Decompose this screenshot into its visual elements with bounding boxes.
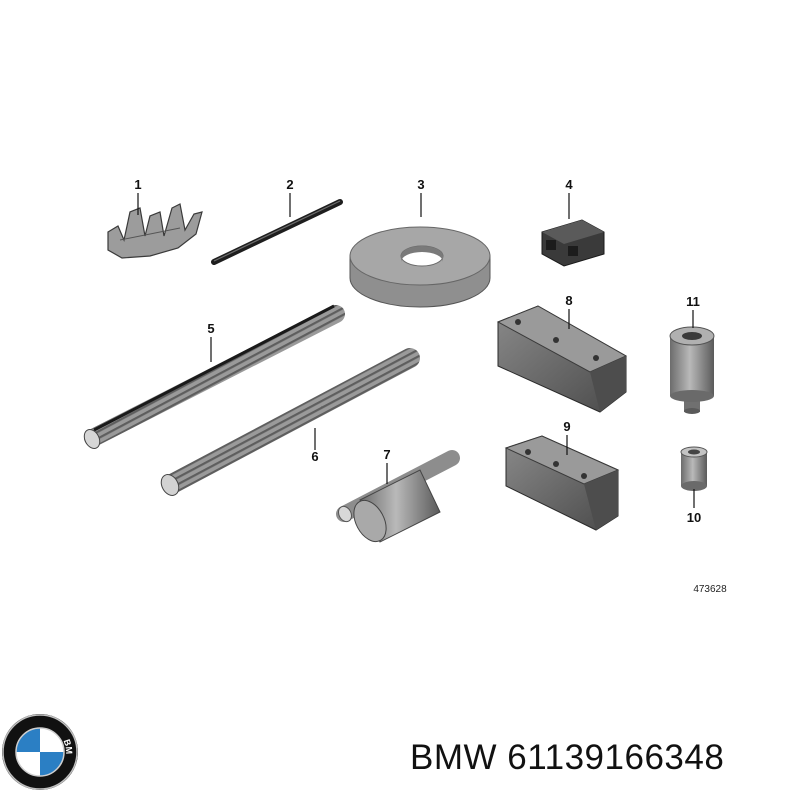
brand-name: BMW (410, 738, 498, 777)
part-holder (336, 450, 460, 543)
callout-8: 8 (565, 293, 572, 308)
callout-6: 6 (311, 449, 318, 464)
part-connector-medium (504, 435, 620, 531)
drawing-number: 473628 (693, 584, 727, 595)
leader-lines (137, 193, 695, 508)
part-number-caption: BMW 61139166348 (410, 738, 724, 778)
part-corrugated-tube (160, 348, 420, 496)
part-connector-small (541, 219, 605, 267)
callout-10: 10 (687, 510, 701, 525)
part-slit-tube (83, 304, 345, 449)
part-number: 61139166348 (507, 738, 725, 777)
part-tape-roll (349, 226, 491, 308)
callout-5: 5 (207, 321, 214, 336)
part-clip (107, 203, 203, 259)
part-grommet (669, 326, 715, 414)
svg-text:BMW: BMW (0, 0, 74, 754)
callout-labels: 1 2 3 4 5 6 7 8 9 10 11 (134, 177, 701, 525)
bmw-logo: BMW (0, 0, 78, 790)
callout-3: 3 (417, 177, 424, 192)
part-connector-large (496, 305, 628, 413)
callout-2: 2 (286, 177, 293, 192)
part-sleeve (680, 446, 708, 491)
callout-11: 11 (686, 294, 700, 309)
callout-1: 1 (134, 177, 141, 192)
callout-7: 7 (383, 447, 390, 462)
callout-9: 9 (563, 419, 570, 434)
part-thin-hose (211, 199, 343, 265)
callout-4: 4 (565, 177, 573, 192)
